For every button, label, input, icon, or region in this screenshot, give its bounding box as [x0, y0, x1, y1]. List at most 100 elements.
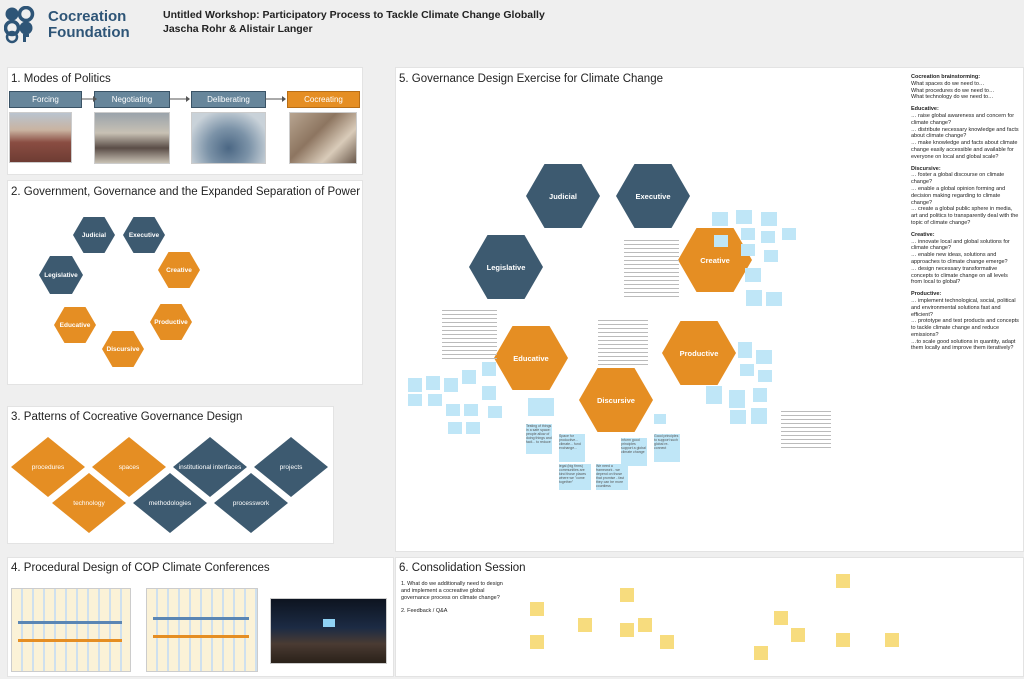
frame-title: 1. Modes of Politics	[11, 73, 111, 85]
yellow-sticky-note[interactable]	[774, 611, 788, 625]
step-cocreating: Cocreating	[287, 91, 360, 108]
sticky-note[interactable]	[736, 210, 752, 224]
yellow-sticky-note[interactable]	[836, 633, 850, 647]
sticky-note[interactable]	[408, 378, 422, 392]
yellow-sticky-note[interactable]	[885, 633, 899, 647]
frame-consolidation[interactable]: 6. Consolidation Session 1. What do we a…	[395, 557, 1024, 677]
sticky-note[interactable]	[753, 388, 767, 402]
sticky-note[interactable]	[482, 362, 496, 376]
sidebar-section: Educative: … raise global awareness and …	[911, 106, 1019, 160]
hex-discursive: Discursive	[102, 331, 144, 367]
sticky-note[interactable]	[761, 231, 775, 243]
logo-line2: Foundation	[48, 24, 130, 41]
sticky-note[interactable]	[740, 364, 754, 376]
yellow-sticky-note[interactable]	[530, 602, 544, 616]
cop-diagram-2	[146, 588, 258, 672]
sidebar-line: What procedures do we need to…	[911, 87, 995, 94]
sticky-note[interactable]	[758, 370, 772, 382]
sticky-note[interactable]	[738, 342, 752, 358]
yellow-sticky-note[interactable]	[620, 588, 634, 602]
consolidation-feedback: 2. Feedback / Q&A	[401, 608, 448, 614]
sidebar-heading: Cocreation brainstorming:	[911, 74, 981, 80]
yellow-sticky-note[interactable]	[754, 646, 768, 660]
hex-creative: Creative	[158, 252, 200, 288]
frame-title: 3. Patterns of Cocreative Governance Des…	[11, 411, 243, 423]
sidebar-section: Cocreation brainstorming: What spaces do…	[911, 74, 1019, 101]
sticky-note[interactable]: Inform good principles support a global …	[621, 438, 647, 466]
sticky-note[interactable]	[464, 404, 478, 416]
sticky-note[interactable]	[446, 404, 460, 416]
sticky-note[interactable]	[712, 212, 728, 226]
frame-patterns[interactable]: 3. Patterns of Cocreative Governance Des…	[7, 406, 334, 544]
frame-government-governance[interactable]: 2. Government, Governance and the Expand…	[7, 180, 363, 385]
sidebar-line: … innovate local and global solutions fo…	[911, 238, 1010, 252]
sticky-note[interactable]: legal (big firms) communities are kind t…	[559, 464, 591, 490]
sticky-note[interactable]	[761, 212, 777, 226]
sticky-note[interactable]	[482, 386, 496, 400]
sidebar-line: … raise global awareness and concern for…	[911, 112, 1015, 126]
sticky-note[interactable]	[741, 228, 755, 240]
frame-title: 5. Governance Design Exercise for Climat…	[399, 73, 663, 85]
sticky-note[interactable]	[746, 290, 762, 306]
step-arrows	[81, 96, 286, 102]
sticky-note[interactable]	[528, 398, 554, 416]
frame-title: 4. Procedural Design of COP Climate Conf…	[11, 562, 270, 574]
sidebar-line: What spaces do we need to…	[911, 80, 985, 87]
sticky-note[interactable]	[428, 394, 442, 406]
sticky-note[interactable]	[462, 370, 476, 384]
yellow-sticky-note[interactable]	[638, 618, 652, 632]
board-title: Untitled Workshop: Participatory Process…	[163, 9, 545, 21]
frame-modes-of-politics[interactable]: 1. Modes of Politics Forcing Negotiating…	[7, 67, 363, 175]
sidebar-section: Discursive: … foster a global discourse …	[911, 166, 1019, 227]
sticky-note[interactable]	[745, 268, 761, 282]
sticky-note[interactable]	[756, 350, 772, 364]
sidebar-heading: Creative:	[911, 231, 935, 238]
exercise-hex-productive: Productive	[662, 321, 736, 385]
sticky-note[interactable]	[654, 414, 666, 424]
sidebar-line: … foster a global discourse on climate c…	[911, 172, 1005, 186]
sticky-note[interactable]: Good principles to support such global r…	[654, 434, 680, 462]
logo-text: Cocreation Foundation	[48, 9, 130, 41]
board-authors: Jascha Rohr & Alistair Langer	[163, 23, 313, 35]
exercise-hex-legislative: Legislative	[469, 235, 543, 299]
exercise-hex-judicial: Judicial	[526, 164, 600, 228]
sidebar-section: Creative: … innovate local and global so…	[911, 232, 1019, 286]
sticky-note[interactable]	[730, 410, 746, 424]
logo	[3, 5, 42, 44]
yellow-sticky-note[interactable]	[530, 635, 544, 649]
hex-executive: Executive	[123, 217, 165, 253]
sticky-note[interactable]: Testing of things in a safe space: peopl…	[526, 424, 552, 454]
sticky-note[interactable]	[714, 235, 728, 247]
sticky-note[interactable]	[741, 244, 755, 256]
exercise-hex-executive: Executive	[616, 164, 690, 228]
sticky-note[interactable]	[751, 408, 767, 424]
sidebar-heading: Productive:	[911, 291, 942, 298]
sticky-note[interactable]	[426, 376, 440, 390]
exercise-hex-discursive: Discursive	[579, 368, 653, 432]
logo-line1: Cocreation	[48, 8, 127, 25]
creative-prompt-text	[624, 240, 679, 300]
sticky-note[interactable]: We need a framework - we depend on those…	[596, 464, 628, 490]
sticky-note[interactable]	[729, 390, 745, 408]
sticky-note[interactable]	[408, 394, 422, 406]
yellow-sticky-note[interactable]	[791, 628, 805, 642]
sidebar-line: … implement technological, social, polit…	[911, 297, 1016, 318]
sticky-note[interactable]	[764, 250, 778, 262]
yellow-sticky-note[interactable]	[660, 635, 674, 649]
sticky-note[interactable]: Space for productive... climate... fund …	[559, 434, 585, 462]
sticky-note[interactable]	[488, 406, 502, 418]
hex-judicial: Judicial	[73, 217, 115, 253]
sticky-note[interactable]	[766, 292, 782, 306]
frame-governance-exercise[interactable]: 5. Governance Design Exercise for Climat…	[395, 67, 1024, 552]
sticky-note[interactable]	[782, 228, 796, 240]
sticky-note[interactable]	[444, 378, 458, 392]
yellow-sticky-note[interactable]	[836, 574, 850, 588]
sticky-note[interactable]	[466, 422, 480, 434]
forcing-photo	[9, 112, 72, 163]
sticky-note[interactable]	[448, 422, 462, 434]
yellow-sticky-note[interactable]	[620, 623, 634, 637]
sticky-note[interactable]	[706, 386, 722, 404]
frame-cop-design[interactable]: 4. Procedural Design of COP Climate Conf…	[7, 557, 394, 677]
yellow-sticky-note[interactable]	[578, 618, 592, 632]
frame-title: 2. Government, Governance and the Expand…	[11, 186, 361, 198]
